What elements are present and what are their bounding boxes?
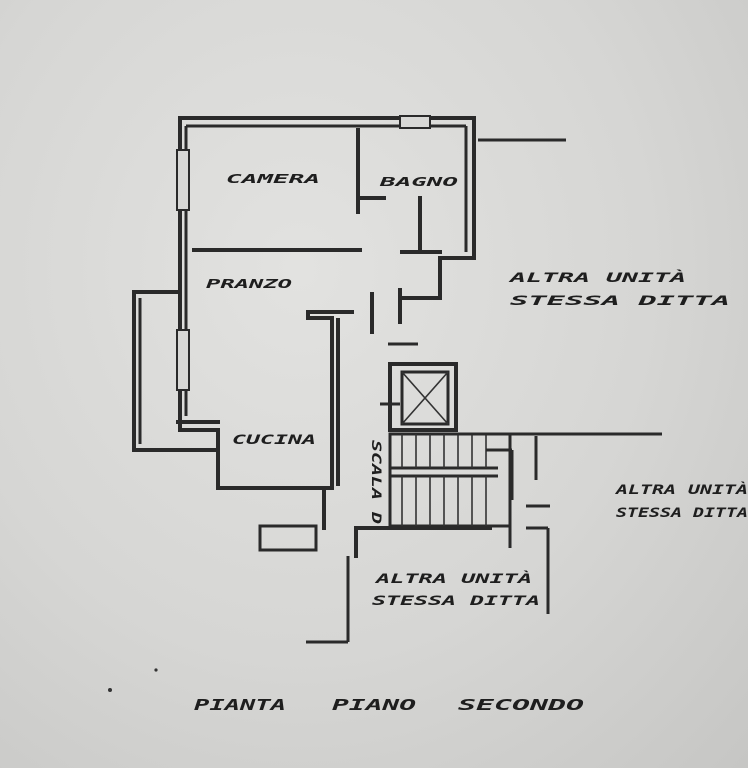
- title-word-pianta: PIANTA: [194, 696, 286, 714]
- neighbor-bottom-line1: ALTRA UNITÀ: [374, 571, 532, 587]
- neighbor-right-mid-line1: ALTRA UNITÀ: [614, 482, 748, 498]
- balcony-left: [132, 290, 220, 452]
- interior-walls: [176, 128, 442, 486]
- neighbor-right-top-line1: ALTRA UNITÀ: [508, 270, 686, 286]
- room-label-camera: CAMERA: [226, 172, 320, 186]
- windows: [176, 115, 431, 391]
- neighbor-bottom-line2: STESSA DITTA: [372, 594, 540, 609]
- boundary-lines: [456, 138, 662, 436]
- room-label-cucina: CUCINA: [232, 433, 316, 448]
- title-word-secondo: SECONDO: [458, 696, 584, 714]
- room-label-pranzo: PRANZO: [206, 277, 292, 291]
- stair-label: SCALA D: [368, 440, 383, 524]
- neighbor-right-mid-line2: STESSA DITTA: [616, 506, 748, 521]
- staircase: [388, 432, 514, 528]
- neighbor-right-top-line2: STESSA DITTA: [510, 294, 730, 309]
- elevator-shaft: [380, 342, 458, 432]
- title-word-piano: PIANO: [332, 696, 416, 714]
- room-label-bagno: BAGNO: [378, 175, 458, 189]
- plan-title: PIANTA PIANO SECONDO: [194, 696, 584, 714]
- landing-walls: [258, 436, 550, 644]
